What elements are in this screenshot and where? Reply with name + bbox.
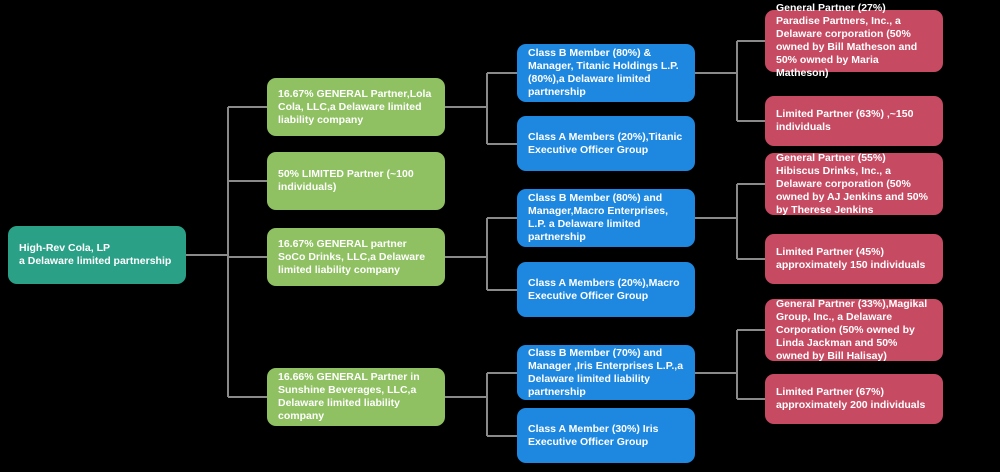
node-label: Class A Members (20%),Macro Executive Of… <box>528 276 680 302</box>
node-high-rev-cola: High-Rev Cola, LP a Delaware limited par… <box>8 226 186 284</box>
node-label: 50% LIMITED Partner (~100 individuals) <box>278 168 414 193</box>
node-label: General Partner (27%) Paradise Partners,… <box>776 2 918 79</box>
node-label: Limited Partner (63%) ,~150 individuals <box>776 108 914 133</box>
node-label: General Partner (55%) Hibiscus Drinks, I… <box>776 151 928 216</box>
node-limited-partner-50: 50% LIMITED Partner (~100 individuals) <box>267 152 445 210</box>
node-soco-drinks-general-partner: 16.67% GENERAL partner SoCo Drinks, LLC,… <box>267 228 445 286</box>
edge-titanicb-to-owners <box>695 40 765 122</box>
edge-irisb-to-owners <box>695 329 765 400</box>
node-macro-class-b-member: Class B Member (80%) and Manager,Macro E… <box>517 189 695 247</box>
edge-lola-to-titanic <box>445 72 517 145</box>
node-paradise-partners-general-partner: General Partner (27%) Paradise Partners,… <box>765 2 943 79</box>
node-magikal-group-general-partner: General Partner (33%),Magikal Group, Inc… <box>765 297 943 362</box>
node-label: General Partner (33%),Magikal Group, Inc… <box>776 297 928 362</box>
node-titanic-class-b-member: Class B Member (80%) & Manager, Titanic … <box>517 44 695 102</box>
node-title: High-Rev Cola, LP <box>19 242 111 254</box>
node-titanic-limited-partners: Limited Partner (63%) ,~150 individuals <box>765 96 943 146</box>
node-iris-limited-partners: Limited Partner (67%) approximately 200 … <box>765 374 943 424</box>
node-iris-class-b-member: Class B Member (70%) and Manager ,Iris E… <box>517 345 695 400</box>
node-titanic-class-a-members: Class A Members (20%),Titanic Executive … <box>517 116 695 171</box>
node-iris-class-a-member: Class A Member (30%) Iris Executive Offi… <box>517 408 695 463</box>
node-sunshine-beverages-general-partner: 16.66% GENERAL Partner in Sunshine Bever… <box>267 368 445 426</box>
node-macro-limited-partners: Limited Partner (45%) approximately 150 … <box>765 234 943 284</box>
node-macro-class-a-members: Class A Members (20%),Macro Executive Of… <box>517 262 695 317</box>
edge-root-to-partners <box>186 106 267 398</box>
node-hibiscus-drinks-general-partner: General Partner (55%) Hibiscus Drinks, I… <box>765 151 943 216</box>
node-label: Limited Partner (67%) approximately 200 … <box>776 386 926 411</box>
node-label: Class A Member (30%) Iris Executive Offi… <box>528 422 659 448</box>
node-label: Class B Member (80%) and Manager,Macro E… <box>528 192 669 243</box>
node-subtitle: a Delaware limited partnership <box>19 255 172 267</box>
edge-soco-to-macro <box>445 217 517 291</box>
node-label: 16.66% GENERAL Partner in Sunshine Bever… <box>278 371 420 422</box>
edge-macrob-to-owners <box>695 183 765 260</box>
node-label: Class B Member (80%) & Manager, Titanic … <box>528 47 679 98</box>
node-lola-cola-general-partner: 16.67% GENERAL Partner,Lola Cola, LLC,a … <box>267 78 445 136</box>
node-label: 16.67% GENERAL partner SoCo Drinks, LLC,… <box>278 237 426 276</box>
node-label: Class A Members (20%),Titanic Executive … <box>528 130 683 156</box>
node-label: Class B Member (70%) and Manager ,Iris E… <box>528 346 684 398</box>
node-label: Limited Partner (45%) approximately 150 … <box>776 246 926 271</box>
node-label: 16.67% GENERAL Partner,Lola Cola, LLC,a … <box>278 87 432 126</box>
edge-sunshine-to-iris <box>445 372 517 437</box>
